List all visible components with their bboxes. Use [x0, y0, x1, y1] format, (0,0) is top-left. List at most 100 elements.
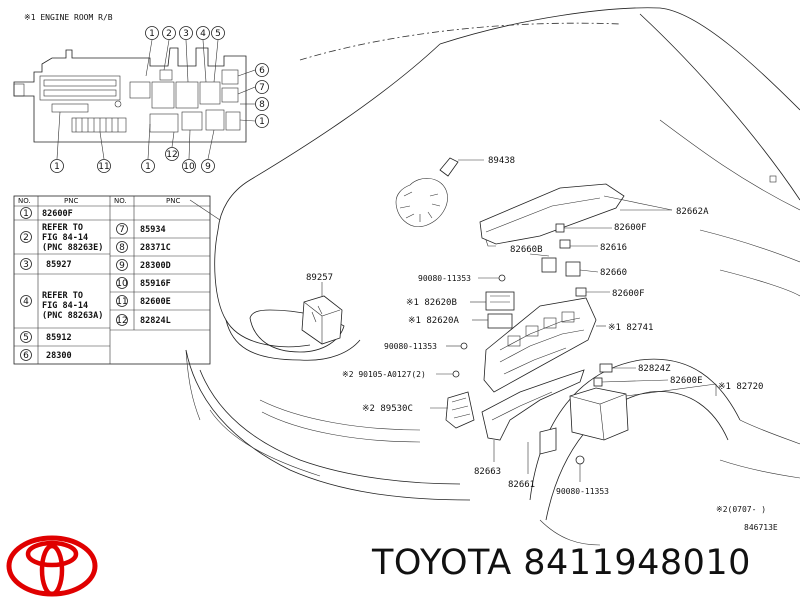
- svg-text:85916F: 85916F: [140, 279, 171, 289]
- label-82661: 82661: [508, 480, 535, 490]
- svg-text:6: 6: [259, 66, 265, 76]
- svg-text:28300: 28300: [46, 351, 72, 361]
- part-82720: [569, 383, 717, 441]
- svg-text:28371C: 28371C: [140, 243, 171, 253]
- row4-line2: FIG 84-14: [42, 301, 88, 311]
- part-82600F-a: [555, 223, 565, 233]
- svg-text:85934: 85934: [140, 225, 166, 235]
- bolt-90080-a: [498, 274, 506, 282]
- engine-room-relay-block-inset: ※1 ENGINE ROOM R/B 1 2 3 4 5: [13, 13, 269, 173]
- part-89257: [301, 282, 343, 345]
- svg-text:5: 5: [215, 29, 221, 39]
- svg-text:10: 10: [116, 279, 128, 289]
- row2-line1: REFER TO: [42, 223, 83, 233]
- label-82660: 82660: [600, 268, 627, 278]
- svg-text:2: 2: [166, 29, 172, 39]
- svg-text:7: 7: [119, 225, 125, 235]
- toyota-logo-icon: [6, 535, 98, 597]
- part-82661: [539, 427, 557, 455]
- svg-text:4: 4: [200, 29, 206, 39]
- svg-text:9: 9: [205, 162, 211, 172]
- label-82663: 82663: [474, 467, 501, 477]
- label-82660B: 82660B: [510, 245, 543, 255]
- svg-text:12: 12: [166, 150, 177, 160]
- svg-text:1: 1: [54, 162, 60, 172]
- label-90105: ※2 90105-A0127(2): [342, 370, 426, 379]
- svg-text:1: 1: [259, 117, 265, 127]
- svg-text:NO.: NO.: [114, 197, 127, 205]
- svg-text:4: 4: [23, 297, 29, 307]
- label-82720: ※1 82720: [718, 382, 763, 392]
- svg-text:3: 3: [23, 260, 29, 270]
- svg-text:85927: 85927: [46, 260, 72, 270]
- svg-text:2: 2: [23, 233, 29, 243]
- label-82616: 82616: [600, 243, 627, 253]
- svg-text:11: 11: [98, 162, 109, 172]
- label-90080-b: 90080-11353: [384, 342, 437, 351]
- label-82600F-b: 82600F: [612, 289, 645, 299]
- bolt-90080-c: [575, 455, 585, 465]
- part-82600E: [593, 377, 603, 387]
- label-82620B: ※1 82620B: [406, 298, 457, 308]
- svg-text:28300D: 28300D: [140, 261, 171, 271]
- svg-text:10: 10: [183, 162, 195, 172]
- part-82620A: [487, 313, 513, 329]
- diagram-parts: [301, 157, 717, 482]
- label-82600F-a: 82600F: [614, 223, 647, 233]
- svg-text:1: 1: [23, 209, 29, 219]
- part-82741: [483, 297, 606, 393]
- label-89438: 89438: [488, 156, 515, 166]
- bolt-90105: [452, 370, 460, 378]
- svg-text:5: 5: [23, 333, 29, 343]
- part-82600F-b: [575, 287, 587, 297]
- vehicle-body-outline: [185, 7, 800, 546]
- pnc-table: NO. PNC NO. PNC 1 82600F 2 REFER TO FIG …: [13, 195, 211, 365]
- svg-text:3: 3: [183, 29, 189, 39]
- row4-line1: REFER TO: [42, 291, 83, 301]
- svg-text:82824L: 82824L: [140, 316, 171, 326]
- label-82620A: ※1 82620A: [408, 316, 459, 326]
- label-82662A: 82662A: [676, 207, 709, 217]
- svg-text:11: 11: [116, 297, 127, 307]
- part-82662A: [479, 183, 673, 247]
- svg-text:12: 12: [116, 316, 127, 326]
- part-labels: 89438 82662A 82600F 82660B 82616 82660 8…: [306, 156, 778, 532]
- row2-line2: FIG 84-14: [42, 233, 88, 243]
- part-82660B: [541, 257, 557, 273]
- label-82741: ※1 82741: [608, 323, 653, 333]
- label-90080-a: 90080-11353: [418, 274, 471, 283]
- inset-title: ※1 ENGINE ROOM R/B: [24, 13, 113, 22]
- part-82824Z: [599, 363, 613, 373]
- label-82824Z: 82824Z: [638, 364, 671, 374]
- illustration-code: 846713E: [744, 523, 778, 532]
- part-89530C: [430, 391, 475, 429]
- svg-text:82600F: 82600F: [42, 209, 73, 219]
- part-82660: [565, 261, 581, 277]
- svg-text:PNC: PNC: [64, 197, 78, 205]
- footnote: ※2(0707- ): [716, 505, 766, 514]
- svg-text:PNC: PNC: [166, 197, 180, 205]
- label-89257: 89257: [306, 273, 333, 283]
- part-89438: [395, 157, 484, 227]
- inset-callouts-bottom: 1 11 1 12 10 9: [50, 111, 215, 173]
- svg-text:9: 9: [119, 261, 125, 271]
- svg-text:85912: 85912: [46, 333, 72, 343]
- svg-text:8: 8: [119, 243, 125, 253]
- label-82600E: 82600E: [670, 376, 703, 386]
- inset-callouts-top: 1 2 3 4 5: [145, 26, 225, 83]
- svg-text:1: 1: [145, 162, 151, 172]
- svg-text:8: 8: [259, 100, 265, 110]
- svg-text:82600E: 82600E: [140, 297, 171, 307]
- brand-part-number: TOYOTA 8411948010: [372, 543, 751, 583]
- svg-text:6: 6: [23, 351, 29, 361]
- svg-text:NO.: NO.: [18, 197, 31, 205]
- label-90080-c: 90080-11353: [556, 487, 609, 496]
- svg-text:7: 7: [259, 83, 265, 93]
- part-82663: [481, 369, 585, 462]
- part-82620B: [485, 291, 515, 311]
- label-89530C: ※2 89530C: [362, 404, 413, 414]
- inset-callouts-right: 6 7 8 1: [237, 63, 269, 128]
- row4-line3: (PNC 88263A): [42, 311, 103, 321]
- row2-line3: (PNC 88263E): [42, 243, 103, 253]
